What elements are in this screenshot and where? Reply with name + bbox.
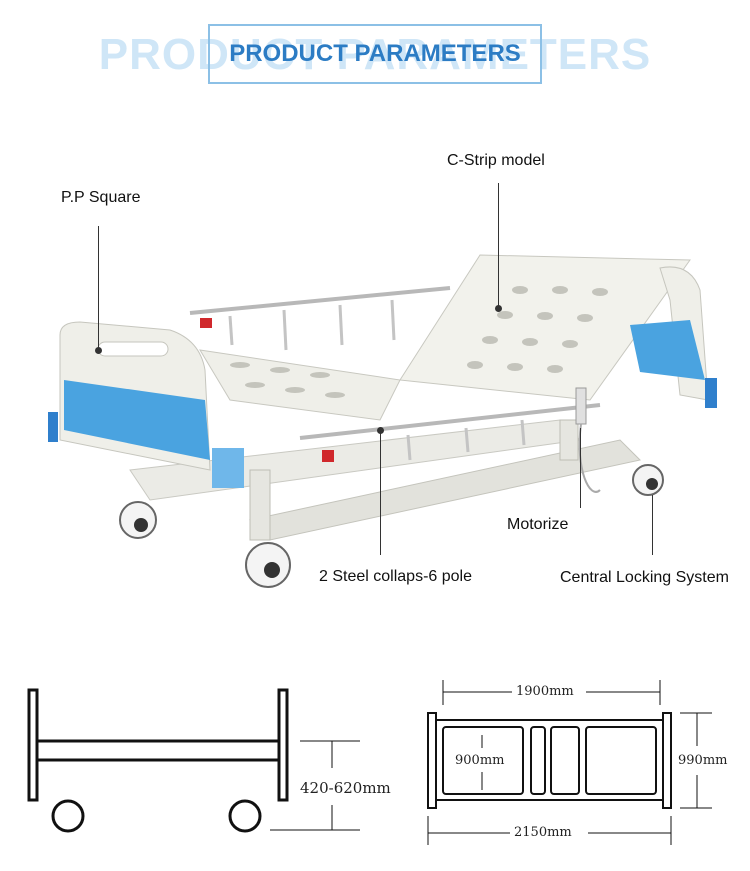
leader-steel-pole xyxy=(380,430,381,555)
dimension-width-inner: 900mm xyxy=(455,753,505,768)
leader-motorize xyxy=(580,428,581,508)
head-board xyxy=(630,266,717,408)
label-c-strip: C-Strip model xyxy=(447,152,545,169)
dimension-height-range: 420-620mm xyxy=(300,779,391,797)
dimension-length-inner: 1900mm xyxy=(516,684,574,699)
top-view-panel-4 xyxy=(585,726,657,795)
label-steel-pole: 2 Steel collaps-6 pole xyxy=(319,568,472,585)
top-view-head-end xyxy=(662,712,672,809)
rail-red-clips xyxy=(200,318,334,462)
foot-board xyxy=(48,321,244,488)
leader-dot-c-strip xyxy=(495,305,502,312)
title-frame xyxy=(208,24,542,84)
dimension-width-outer: 990mm xyxy=(678,753,728,768)
title-watermark: PRODUCT PARAMETERS xyxy=(98,30,652,79)
side-view-wheel-left xyxy=(51,799,85,833)
side-rails xyxy=(189,286,601,440)
side-view-wheel-right xyxy=(228,799,262,833)
leader-dot-pp-square xyxy=(95,347,102,354)
mattress-platform xyxy=(199,254,691,421)
label-central-locking: Central Locking System xyxy=(560,569,729,586)
side-view-foot-post xyxy=(27,688,39,802)
top-view-panel-2 xyxy=(530,726,546,795)
dimension-length-outer: 2150mm xyxy=(514,825,572,840)
label-pp-square: P.P Square xyxy=(61,189,141,206)
leader-c-strip xyxy=(498,183,499,308)
top-view-foot-end xyxy=(427,712,437,809)
top-view-panel-3 xyxy=(550,726,580,795)
caster-wheels xyxy=(119,464,664,588)
top-view-outer-frame xyxy=(435,719,664,801)
page-title: PRODUCT PARAMETERS xyxy=(229,40,521,67)
rail-posts xyxy=(228,299,526,461)
leader-pp-square xyxy=(98,226,99,351)
label-motorize: Motorize xyxy=(507,516,569,533)
side-view-head-post xyxy=(277,688,289,802)
leader-central-locking xyxy=(652,495,653,555)
top-view-panel-1 xyxy=(442,726,524,795)
remote-control xyxy=(575,387,601,493)
leader-dot-steel-pole xyxy=(377,427,384,434)
